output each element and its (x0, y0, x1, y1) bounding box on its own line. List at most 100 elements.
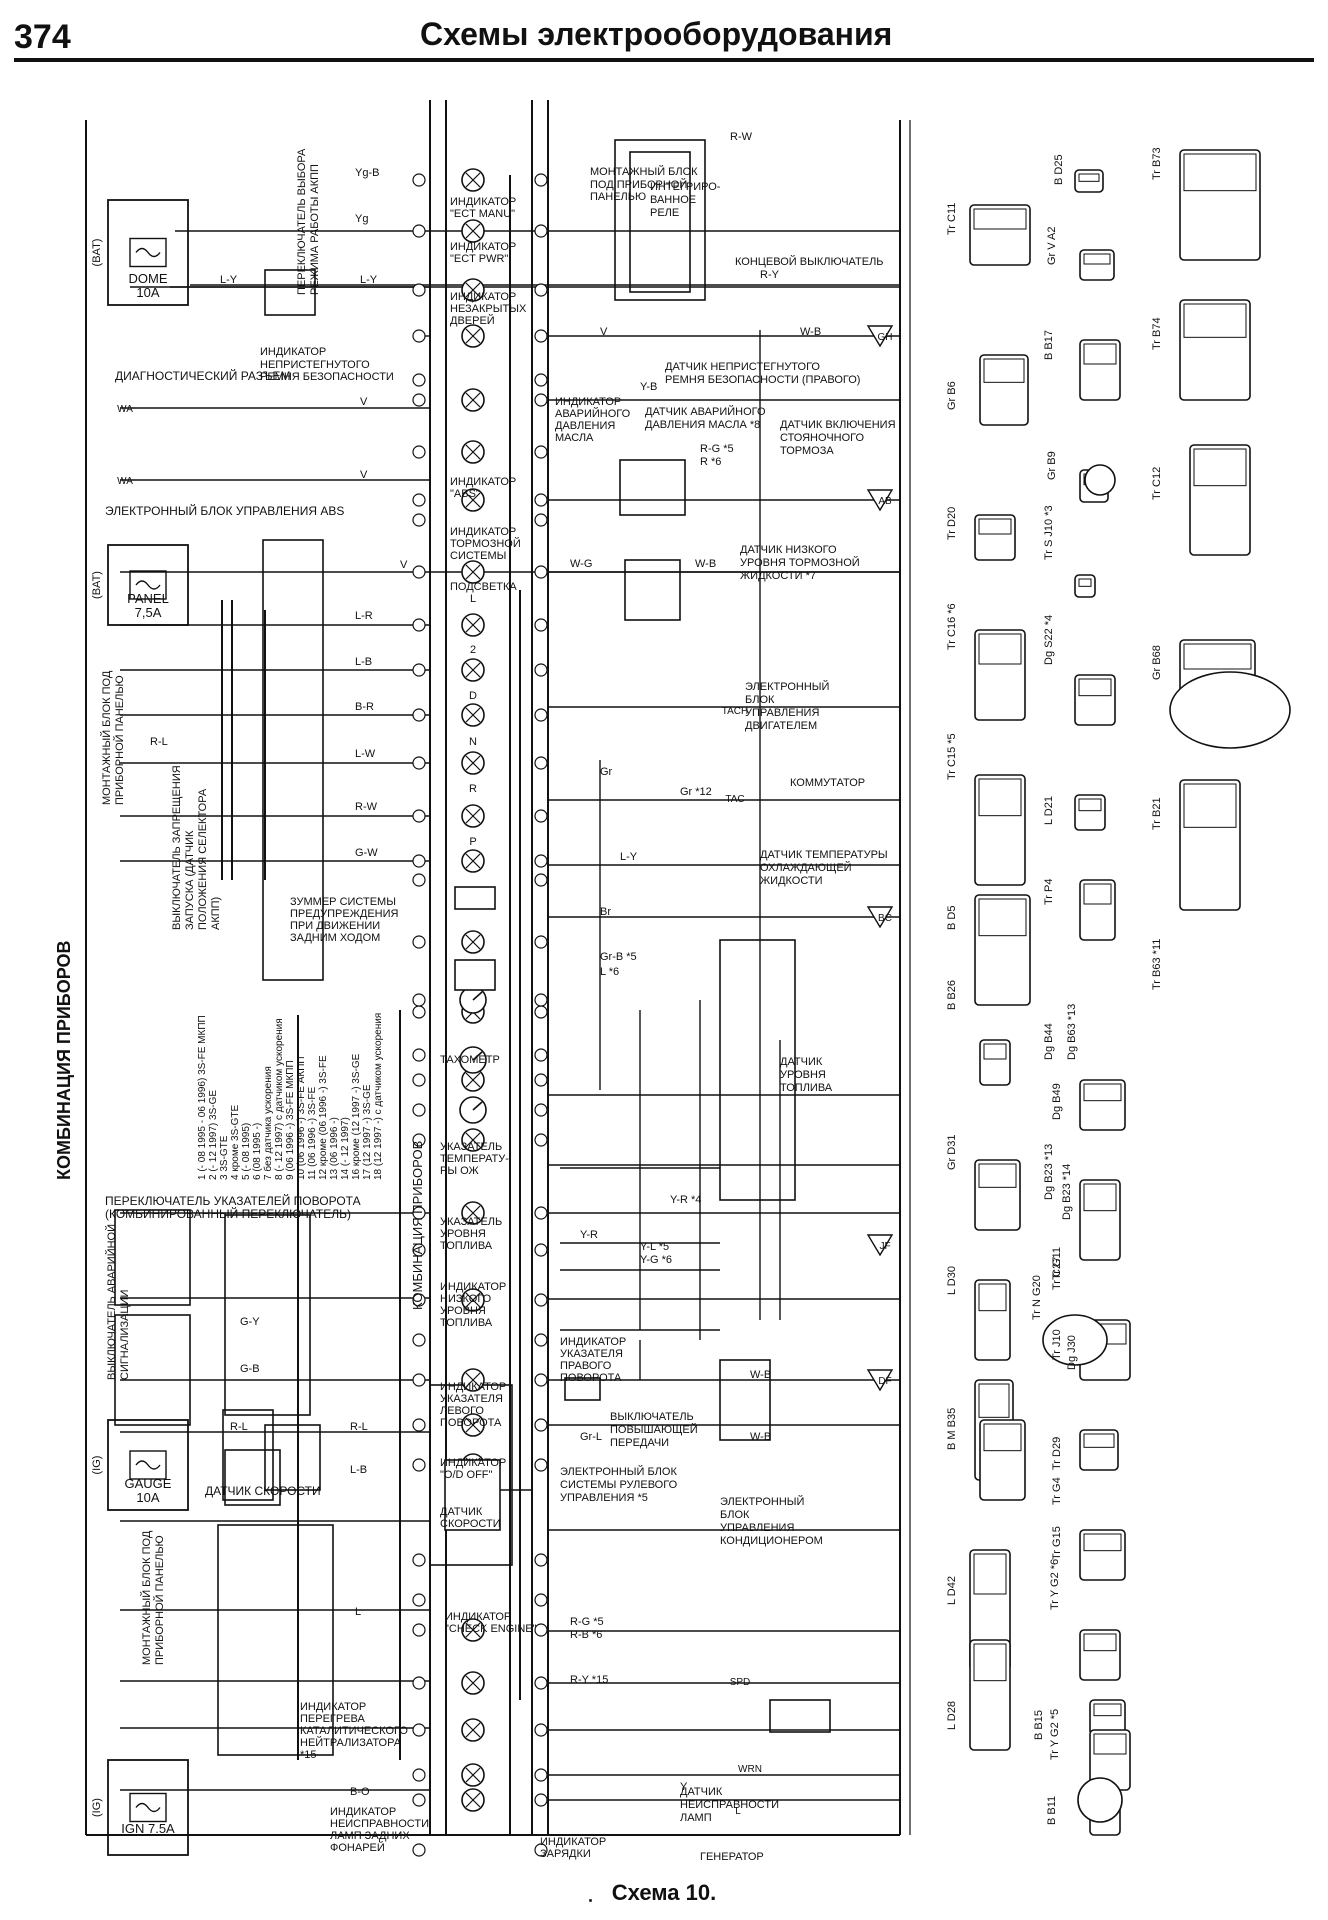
caption: Схема 10. (611, 1880, 717, 1905)
left-label: ДАТЧИК СКОРОСТИ (205, 1484, 321, 1498)
center-label: ДАВЛЕНИЯ (555, 420, 615, 432)
connector-code: Dg B23 *14 (1061, 1164, 1073, 1220)
center-label: ИНДИКАТОР (445, 1611, 511, 1623)
center-label: УКАЗАТЕЛЬ (440, 1216, 502, 1228)
center-label: СКОРОСТИ (440, 1518, 501, 1530)
center-label: ИНДИКАТОР (560, 1336, 626, 1348)
connector-code: Tr J10 (1051, 1329, 1063, 1360)
right-label: МОНТАЖНЫЙ БЛОК (590, 165, 698, 178)
wire-label: Y-R *4 (670, 1194, 701, 1206)
connector-drawing (969, 1639, 1011, 1751)
right-label: ПОВЫШАЮЩЕЙ (610, 1423, 698, 1436)
right-label: ЭЛЕКТРОННЫЙ БЛОК (560, 1465, 677, 1478)
fuse-box (107, 1419, 189, 1511)
right-label: ДАТЧИК (680, 1786, 723, 1798)
page-title: Схемы электрооборудования (420, 16, 893, 52)
connector-drawing (1179, 299, 1251, 401)
left-label: ЭЛЕКТРОННЫЙ БЛОК УПРАВЛЕНИЯ ABS (105, 503, 344, 518)
connector-code: Tr G4 (1051, 1477, 1063, 1505)
wire-label: R-L (230, 1421, 248, 1433)
connector-code: Tr B74 (1151, 317, 1163, 350)
right-label: ОХЛАЖДАЮЩЕЙ (760, 861, 852, 874)
wire-label: V (600, 326, 608, 338)
note-line: 14 (- 12 1997) (340, 1117, 351, 1180)
note-line: 3 3S-GTE (219, 1135, 230, 1180)
center-label: ИНДИКАТОР (450, 241, 516, 253)
connector-tag: TAC (725, 794, 744, 805)
indicator-lamp-icon (461, 613, 485, 637)
connector-code: Tr C12 (1151, 467, 1163, 500)
connector-code: Gr B68 (1151, 645, 1163, 680)
right-label: ДАТЧИК (780, 1056, 823, 1068)
right-label: ГЕНЕРАТОР (700, 1851, 764, 1863)
wire-label: L-W (355, 748, 376, 760)
center-label: АВАРИЙНОГО (555, 407, 631, 420)
connector-code: Tr C16 *6 (946, 603, 958, 650)
fuse-name: IGN 7.5A (121, 1821, 175, 1836)
right-label: ИНТЕГРИРО- (650, 181, 721, 193)
center-label: ТЕМПЕРАТУ- (440, 1153, 509, 1165)
rotated-label: ВЫКЛЮЧАТЕЛЬ АВАРИЙНОЙ (105, 1224, 118, 1380)
indicator-lamp-icon (461, 703, 485, 727)
connector-drawing (974, 514, 1016, 561)
connector-tag: SPD (730, 1677, 751, 1688)
note-line: 5 (- 08 1995) (241, 1123, 252, 1180)
connector-drawing (974, 774, 1026, 886)
right-label: ТОПЛИВА (780, 1082, 833, 1094)
gear-label: R (469, 783, 477, 795)
rotated-label: МОНТАЖНЫЙ БЛОК ПОД (100, 670, 113, 805)
connector-drawing (1179, 779, 1241, 911)
wire-label: Y-R (580, 1229, 598, 1241)
wire-label: V (360, 469, 368, 481)
wire-label: L-R (355, 610, 373, 622)
connector-code: B B17 (1043, 330, 1055, 360)
right-label: УПРАВЛЕНИЯ (720, 1522, 794, 1534)
indicator-lamp-icon (461, 219, 485, 243)
round-connector-drawing (1084, 464, 1116, 496)
connector-code: B M B35 (946, 1408, 958, 1450)
buzzer-icon (454, 886, 496, 910)
center-label: ИНДИКАТОР (300, 1701, 366, 1713)
side-label: КОМБИНАЦИЯ ПРИБОРОВ (410, 1141, 425, 1310)
indicator-lamp-icon (461, 1788, 485, 1812)
connector-drawing (974, 1159, 1021, 1231)
wire-label: V (400, 559, 408, 571)
fuse-feed: (IG) (91, 1798, 103, 1817)
center-label: ТОПЛИВА (440, 1240, 493, 1252)
right-label: УРОВНЯ (780, 1069, 826, 1081)
right-label: ЛАМП (680, 1812, 712, 1824)
center-label: УКАЗАТЕЛЯ (440, 1393, 503, 1405)
connector-drawing (1179, 149, 1261, 261)
wire-label: W-B (800, 326, 821, 338)
rotated-label: МОНТАЖНЫЙ БЛОК ПОД (140, 1530, 153, 1665)
indicator-lamp-icon (461, 751, 485, 775)
wire-label: R-W (355, 801, 378, 813)
wire-label: G-Y (240, 1316, 260, 1328)
indicator-lamp-icon (461, 278, 485, 302)
note-line: 12 кроме (06 1996 -) 3S-FE (318, 1055, 329, 1180)
connector-code: Dg S22 *4 (1043, 615, 1055, 665)
left-label: ДИАГНОСТИЧЕСКИЙ РАЗЪЕМ (115, 368, 291, 383)
center-label: ТАХОМЕТР (440, 1054, 500, 1066)
connector-tag: L (735, 1806, 741, 1817)
diagram-text: DOME10A(BAT)PANEL7,5A(BAT)GAUGE10A(IG)IG… (54, 131, 1163, 1863)
fuse-rating: 7,5A (135, 605, 162, 620)
right-label: СИСТЕМЫ РУЛЕВОГО (560, 1479, 678, 1491)
center-label: СИСТЕМЫ (450, 550, 506, 562)
right-label: УПРАВЛЕНИЯ *5 (560, 1492, 648, 1504)
center-label: ЛАМП ЗАДНИХ (330, 1830, 410, 1842)
connector-code: Tr P4 (1043, 879, 1055, 906)
wire-label: L-Y (220, 274, 238, 286)
center-label: НЕЗАКРЫТЫХ (450, 303, 527, 315)
rotated-label: ПОЛОЖЕНИЯ СЕЛЕКТОРА (197, 788, 209, 930)
wire-label: R-G *5 (700, 443, 734, 455)
right-label: КОНДИЦИОНЕРОМ (720, 1535, 823, 1547)
center-label: "ABS" (450, 488, 480, 500)
rotated-label: ЗАПУСКА (ДАТЧИК (184, 830, 196, 930)
junction-blocks (114, 139, 831, 1902)
connector-tag: DF (878, 1376, 891, 1387)
center-label: ЗАРЯДКИ (540, 1848, 591, 1860)
indicator-lamp-icon (461, 388, 485, 412)
side-title: КОМБИНАЦИЯ ПРИБОРОВ (54, 941, 74, 1180)
center-label: ИНДИКАТОР (450, 291, 516, 303)
